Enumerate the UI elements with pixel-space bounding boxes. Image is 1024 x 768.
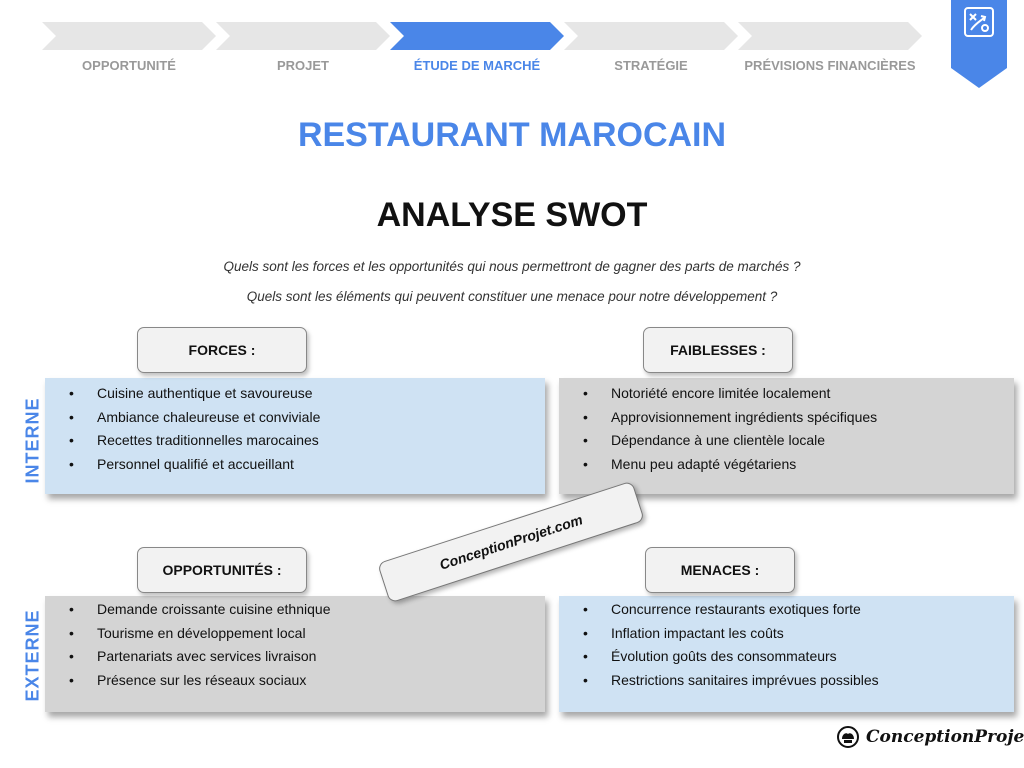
brand-logo-text: ConceptionProjet xyxy=(866,727,1024,747)
list-item: Restrictions sanitaires imprévues possib… xyxy=(559,669,1014,693)
step-chevron-projet[interactable] xyxy=(216,22,390,50)
list-item: Inflation impactant les coûts xyxy=(559,622,1014,646)
step-chevron-etude-de-marche[interactable] xyxy=(390,22,564,50)
strategy-board-icon xyxy=(964,7,994,37)
progress-steps xyxy=(42,22,922,50)
forces-header: FORCES : xyxy=(137,327,307,373)
faiblesses-header: FAIBLESSES : xyxy=(643,327,793,373)
question-1: Quels sont les forces et les opportunité… xyxy=(223,259,801,274)
opportunites-panel: Demande croissante cuisine ethnique Tour… xyxy=(45,596,545,712)
step-chevron-strategie[interactable] xyxy=(564,22,738,50)
brand-logo[interactable]: ConceptionProjet xyxy=(836,722,1024,752)
list-item: Personnel qualifié et accueillant xyxy=(45,453,545,477)
list-item: Approvisionnement ingrédients spécifique… xyxy=(559,406,1014,430)
list-item: Concurrence restaurants exotiques forte xyxy=(559,598,1014,622)
list-item: Évolution goûts des consommateurs xyxy=(559,645,1014,669)
list-item: Notoriété encore limitée localement xyxy=(559,382,1014,406)
list-item: Cuisine authentique et savoureuse xyxy=(45,382,545,406)
chef-hat-icon xyxy=(837,726,859,748)
list-item: Menu peu adapté végétariens xyxy=(559,453,1014,477)
step-label-opportunite[interactable]: OPPORTUNITÉ xyxy=(82,58,176,73)
list-item: Dépendance à une clientèle locale xyxy=(559,429,1014,453)
step-chevron-previsions[interactable] xyxy=(738,22,922,50)
question-2: Quels sont les éléments qui peuvent cons… xyxy=(246,289,778,304)
opportunites-list: Demande croissante cuisine ethnique Tour… xyxy=(45,596,545,692)
step-chevron-opportunite[interactable] xyxy=(42,22,216,50)
bookmark-ribbon[interactable] xyxy=(951,0,1007,88)
step-label-etude-de-marche[interactable]: ÉTUDE DE MARCHÉ xyxy=(413,58,541,73)
list-item: Tourisme en développement local xyxy=(45,622,545,646)
watermark-badge: ConceptionProjet.com xyxy=(377,480,645,604)
axis-label-externe: EXTERNE xyxy=(22,609,43,702)
axis-label-interne: INTERNE xyxy=(22,397,43,484)
step-label-strategie[interactable]: STRATÉGIE xyxy=(614,58,688,73)
list-item: Recettes traditionnelles marocaines xyxy=(45,429,545,453)
list-item: Demande croissante cuisine ethnique xyxy=(45,598,545,622)
page-title: RESTAURANT MAROCAIN xyxy=(297,116,727,154)
step-label-projet[interactable]: PROJET xyxy=(276,58,329,73)
step-label-previsions[interactable]: PRÉVISIONS FINANCIÈRES xyxy=(744,58,916,73)
list-item: Partenariats avec services livraison xyxy=(45,645,545,669)
faiblesses-panel: Notoriété encore limitée localement Appr… xyxy=(559,378,1014,494)
menaces-header: MENACES : xyxy=(645,547,795,593)
forces-panel: Cuisine authentique et savoureuse Ambian… xyxy=(45,378,545,494)
step-labels: OPPORTUNITÉ PROJET ÉTUDE DE MARCHÉ STRAT… xyxy=(42,22,922,82)
menaces-panel: Concurrence restaurants exotiques forte … xyxy=(559,596,1014,712)
page-subtitle: ANALYSE SWOT xyxy=(376,196,648,234)
opportunites-header: OPPORTUNITÉS : xyxy=(137,547,307,593)
faiblesses-list: Notoriété encore limitée localement Appr… xyxy=(559,378,1014,476)
forces-list: Cuisine authentique et savoureuse Ambian… xyxy=(45,378,545,476)
list-item: Ambiance chaleureuse et conviviale xyxy=(45,406,545,430)
menaces-list: Concurrence restaurants exotiques forte … xyxy=(559,596,1014,692)
list-item: Présence sur les réseaux sociaux xyxy=(45,669,545,693)
